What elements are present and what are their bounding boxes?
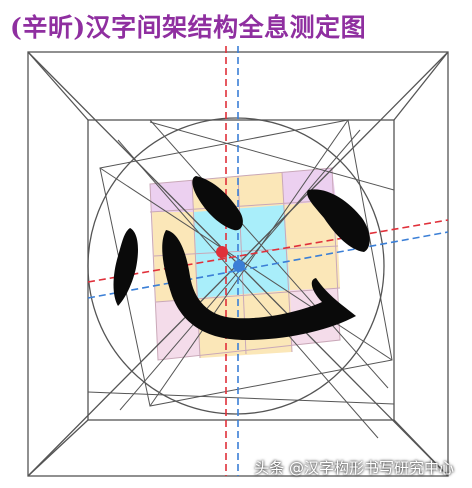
- pink-cell-tl: [150, 180, 194, 212]
- left-dot-stroke: [113, 228, 138, 306]
- yellow-cell-right: [284, 200, 340, 290]
- red-axis-lines: [87, 46, 449, 476]
- hook-stroke: [162, 230, 356, 340]
- red-center-marker: [216, 246, 228, 258]
- watermark: 头条 @汉字构形书写研究中心: [254, 459, 454, 477]
- character-xin: [113, 176, 370, 340]
- top-dot-stroke: [192, 176, 243, 231]
- right-dot-stroke: [307, 189, 370, 252]
- blue-center-marker: [233, 260, 245, 272]
- diagram-title: (辛昕)汉字间架结构全息测定图: [10, 13, 367, 42]
